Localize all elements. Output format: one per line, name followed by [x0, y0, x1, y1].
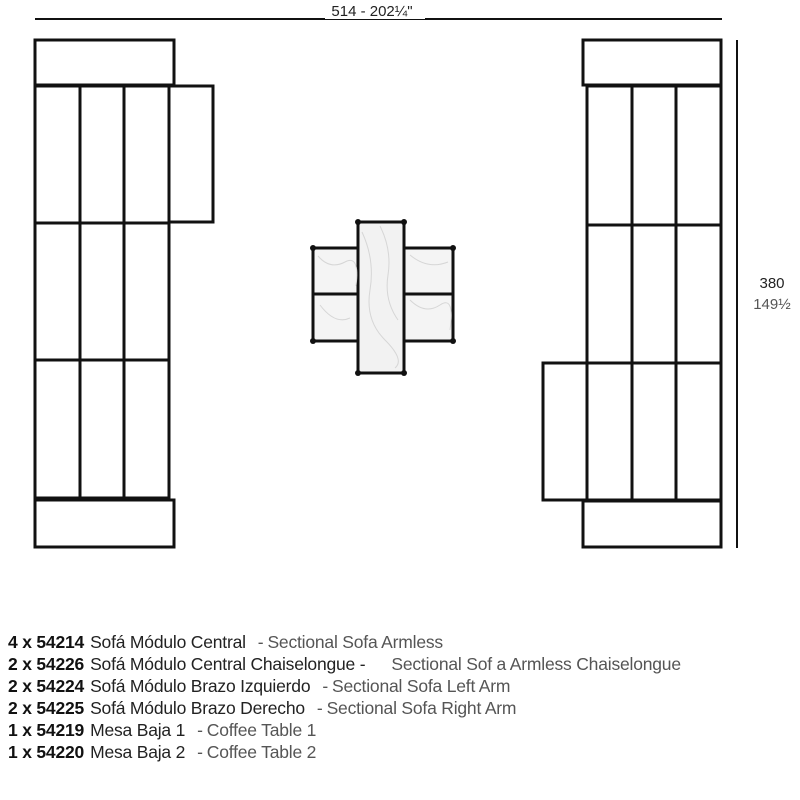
left-sofa — [33, 38, 215, 549]
part-qty-code: 2 x 54224 — [8, 676, 85, 696]
right-sofa-seat-frame — [585, 84, 723, 502]
part-separator: - — [322, 676, 328, 696]
part-name-en: Coffee Table 2 — [206, 742, 317, 762]
width-dimension-label: 514 - 202¼" — [331, 3, 412, 20]
part-name-es: Sofá Módulo Brazo Derecho — [90, 698, 305, 718]
part-qty-code: 1 x 54219 — [8, 720, 85, 740]
height-dimension: 380 149½ — [736, 40, 791, 548]
left-sofa-bottom-arm — [33, 498, 176, 549]
coffee-table-top-right — [402, 246, 455, 296]
right-sofa-bottom-arm — [581, 499, 723, 549]
left-sofa-chaise-extension — [166, 84, 215, 224]
part-separator: - — [197, 742, 203, 762]
coffee-tables — [310, 219, 456, 376]
height-dimension-label-imperial: 149½ — [753, 296, 791, 313]
part-separator: - — [197, 720, 203, 740]
part-name-es: Sofá Módulo Central — [90, 632, 246, 652]
left-sofa-top-arm — [33, 38, 176, 87]
part-qty-code: 4 x 54214 — [8, 632, 85, 652]
left-sofa-seat-frame — [33, 84, 171, 500]
part-name-en: Sectional Sofa Left Arm — [332, 676, 511, 696]
right-sofa — [541, 38, 723, 549]
part-name-en: Coffee Table 1 — [206, 720, 317, 740]
part-name-en: Sectional Sofa Right Arm — [326, 698, 517, 718]
height-dimension-label: 380 — [759, 275, 784, 292]
part-name-es: Sofá Módulo Central Chaiselongue - — [90, 654, 366, 674]
part-separator: - — [316, 698, 323, 718]
width-dimension: 514 - 202¼" — [35, 1, 722, 20]
right-sofa-top-arm — [581, 38, 723, 87]
part-name-es: Sofá Módulo Brazo Izquierdo — [90, 676, 311, 696]
part-qty-code: 1 x 54220 — [8, 742, 85, 762]
coffee-table-center — [356, 220, 406, 375]
part-separator: - — [257, 632, 264, 652]
part-name-en: Sectional Sof a Armless Chaiselongue — [391, 654, 681, 674]
part-qty-code: 2 x 54226 — [8, 654, 85, 674]
right-sofa-chaise-extension — [541, 361, 590, 502]
coffee-table-bottom-left — [311, 292, 360, 343]
part-qty-code: 2 x 54225 — [8, 698, 85, 718]
part-name-es: Mesa Baja 2 — [90, 742, 186, 762]
part-name-es: Mesa Baja 1 — [90, 720, 186, 740]
floor-plan: 514 - 202¼" 380 149½ — [33, 1, 791, 549]
coffee-table-top-left — [311, 246, 360, 296]
part-name-en: Sectional Sofa Armless — [267, 632, 443, 652]
